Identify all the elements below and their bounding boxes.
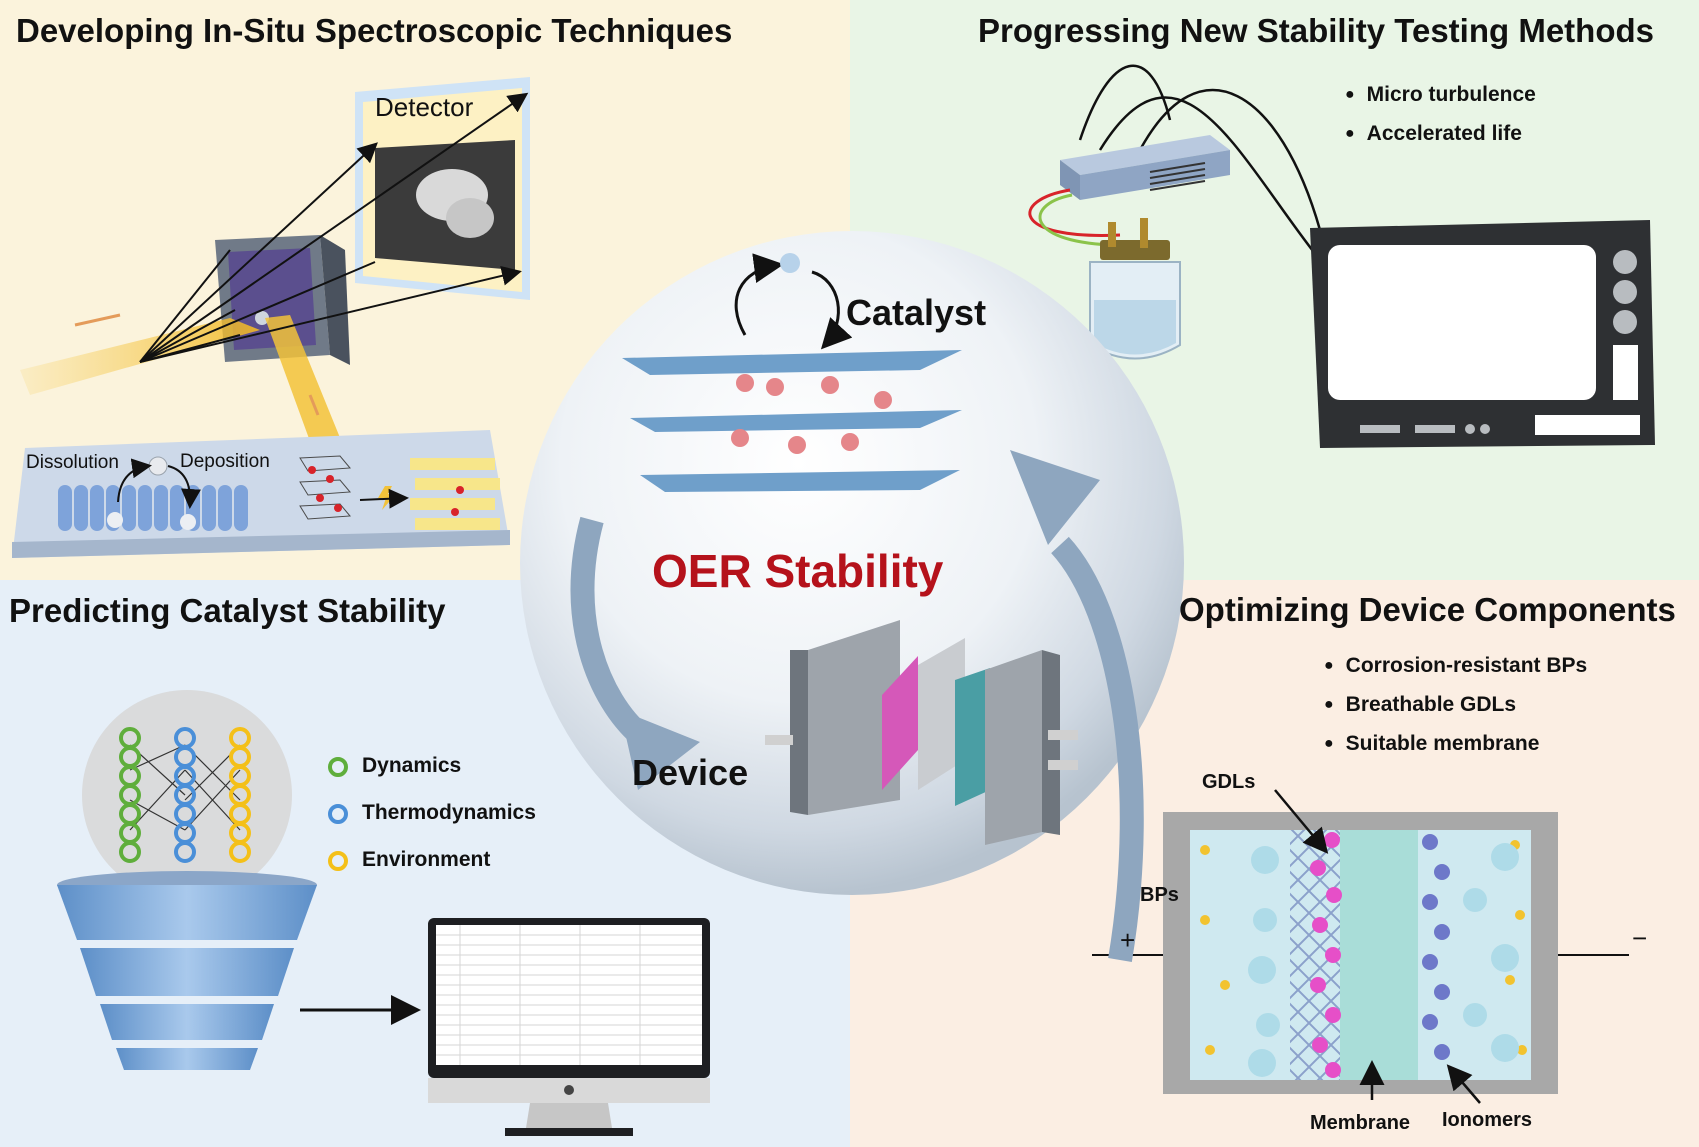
legend-dynamics-marker: [328, 757, 348, 777]
heading-stability-testing: Progressing New Stability Testing Method…: [978, 12, 1654, 49]
filter-funnel: [57, 871, 317, 1070]
electrolyzer-cell: [1092, 789, 1629, 1104]
monitor: [1310, 220, 1655, 448]
ionomers-label: Ionomers: [1442, 1109, 1533, 1131]
xray-beams: [20, 313, 345, 455]
computer-spreadsheet: [428, 918, 710, 1136]
legend-dynamics: Dynamics: [362, 754, 462, 777]
legend-thermodynamics: Thermodynamics: [362, 801, 536, 824]
gdls-label: GDLs: [1202, 771, 1256, 793]
heading-in-situ-techniques: Developing In-Situ Spectroscopic Techniq…: [16, 12, 733, 49]
negative-terminal-label: −: [1632, 923, 1648, 953]
potentiostat: [1028, 64, 1322, 261]
legend-environment: Environment: [362, 848, 491, 871]
catalyst-graphic: [622, 253, 962, 492]
legend-thermodynamics-marker: [328, 804, 348, 824]
bullet-suitable-membrane: Suitable membrane: [1324, 732, 1540, 756]
legend-markers: [328, 757, 348, 871]
membrane-label: Membrane: [1310, 1112, 1411, 1134]
bullet-accelerated-life: Accelerated life: [1345, 122, 1522, 146]
catalyst-label: Catalyst: [846, 292, 987, 333]
detector-screen: [355, 77, 530, 300]
bps-label: BPs: [1140, 884, 1179, 906]
device-label: Device: [632, 752, 749, 793]
neural-network: [82, 690, 292, 900]
device-stack: [765, 620, 1078, 845]
bullet-breathable-gdls: Breathable GDLs: [1324, 693, 1516, 717]
dissolution-label: Dissolution: [26, 452, 119, 473]
heading-predicting-stability: Predicting Catalyst Stability: [9, 592, 446, 629]
positive-terminal-label: +: [1120, 925, 1136, 955]
bullet-micro-turbulence: Micro turbulence: [1345, 83, 1536, 107]
bullet-corrosion-resistant-bps: Corrosion-resistant BPs: [1324, 654, 1588, 678]
deposition-label: Deposition: [180, 451, 270, 472]
heading-device-components: Optimizing Device Components: [1179, 591, 1676, 628]
detector-label: Detector: [375, 92, 474, 122]
dissolution-tray: [12, 430, 510, 558]
legend-environment-marker: [328, 851, 348, 871]
electrochemical-beaker: [1089, 218, 1181, 360]
center-title: OER Stability: [652, 545, 944, 597]
cycle-arrow-up: [1050, 536, 1144, 962]
scatter-rays: [139, 92, 529, 363]
